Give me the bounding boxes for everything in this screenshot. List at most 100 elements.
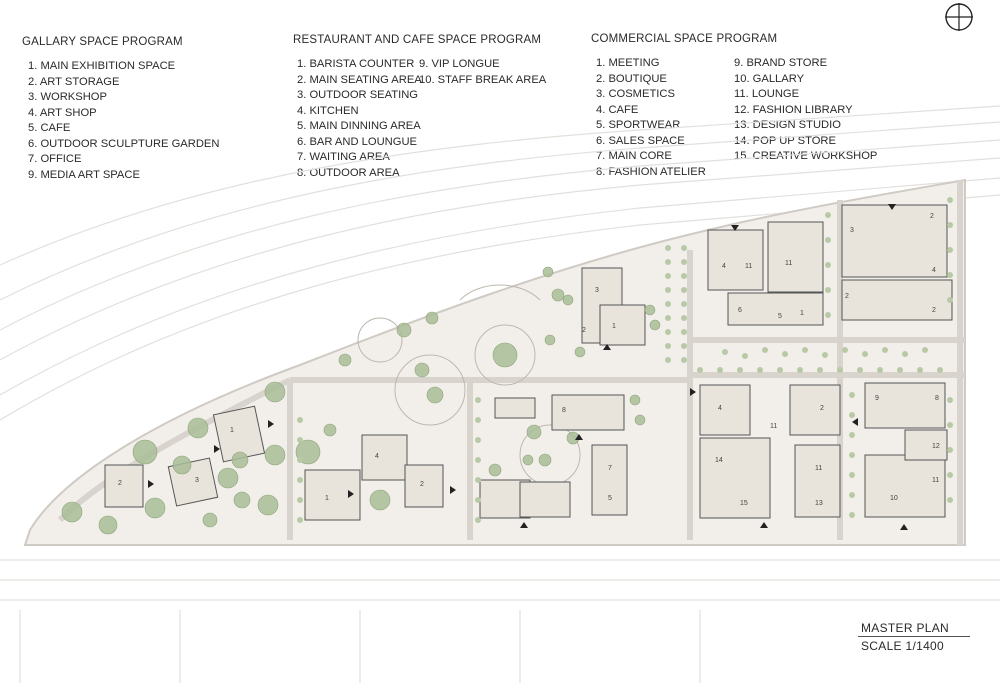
building <box>591 444 628 516</box>
svg-text:15: 15 <box>740 500 748 507</box>
legend-item: 1. MEETING <box>596 57 660 69</box>
plaza-circles <box>357 284 581 486</box>
legend-item: 9. VIP LONGUE <box>419 58 500 70</box>
svg-text:2: 2 <box>582 327 586 334</box>
legend-item: 4. KITCHEN <box>297 104 359 117</box>
legend-item: 9. BRAND STORE <box>734 57 828 69</box>
entrance-markers <box>148 204 908 530</box>
legend-item: 3. OUTDOOR SEATING <box>297 89 419 101</box>
svg-text:4: 4 <box>375 453 379 460</box>
svg-text:8: 8 <box>935 395 939 402</box>
building <box>864 454 946 518</box>
legend-item: 8. OUTDOOR AREA <box>297 166 400 179</box>
road-lines <box>0 105 1000 683</box>
building <box>551 394 625 431</box>
legend-item: 14. POP UP STORE <box>734 134 836 147</box>
svg-text:5: 5 <box>778 313 782 320</box>
legend-item: 2. ART STORAGE <box>28 75 120 88</box>
north-arrow-icon <box>945 3 973 31</box>
legend-item: 5. CAFE <box>28 122 71 134</box>
master-plan-title: MASTER PLAN <box>861 621 949 635</box>
legend-item: 10. STAFF BREAK AREA <box>419 73 547 86</box>
legend-item: 6. SALES SPACE <box>596 134 685 147</box>
building <box>904 429 948 461</box>
svg-text:11: 11 <box>745 263 752 270</box>
svg-text:2: 2 <box>845 293 849 300</box>
svg-text:13: 13 <box>815 500 823 507</box>
legend-item: 2. BOUTIQUE <box>596 72 667 85</box>
svg-text:12: 12 <box>932 443 940 450</box>
legend-item: 8. FASHION ATELIER <box>596 165 706 178</box>
svg-text:2: 2 <box>932 307 936 314</box>
svg-text:14: 14 <box>715 457 723 464</box>
restaurant-program-title: RESTAURANT AND CAFE SPACE PROGRAM <box>293 34 542 46</box>
building <box>104 464 144 508</box>
restaurant-program-list-1: 1. BARISTA COUNTER 2. MAIN SEATING AREA … <box>297 57 422 181</box>
legend-item: 3. COSMETICS <box>596 88 675 100</box>
legend-item: 12. FASHION LIBRARY <box>734 103 853 116</box>
building <box>841 279 953 321</box>
legend-item: 15. CREATIVE WORKSHOP <box>734 150 878 162</box>
buildings <box>104 204 953 521</box>
legend-item: 6. BAR AND LOUNGUE <box>297 135 417 148</box>
building <box>727 292 824 326</box>
svg-text:9: 9 <box>875 395 879 402</box>
commercial-program-title: COMMERCIAL SPACE PROGRAM <box>591 33 778 45</box>
svg-text:1: 1 <box>325 495 329 502</box>
svg-text:11: 11 <box>770 423 777 430</box>
svg-text:11: 11 <box>785 260 792 267</box>
building <box>404 464 444 508</box>
svg-text:1: 1 <box>230 427 234 434</box>
svg-text:3: 3 <box>195 477 199 484</box>
legend-item: 1. BARISTA COUNTER <box>297 58 415 70</box>
legend-item: 3. WORKSHOP <box>28 91 107 103</box>
building <box>767 221 824 293</box>
restaurant-program-list-2: 9. VIP LONGUE 10. STAFF BREAK AREA <box>419 57 546 88</box>
building <box>699 437 771 519</box>
trees <box>61 266 661 535</box>
svg-text:1: 1 <box>612 323 616 330</box>
gallery-program-list: 1. MAIN EXHIBITION SPACE 2. ART STORAGE … <box>28 59 219 183</box>
svg-text:5: 5 <box>608 495 612 502</box>
legend-item: 5. SPORTWEAR <box>596 119 681 131</box>
building <box>707 229 764 291</box>
legend-item: 7. MAIN CORE <box>596 150 672 162</box>
svg-text:11: 11 <box>932 477 939 484</box>
legend-item: 7. OFFICE <box>28 153 82 165</box>
building <box>864 382 946 429</box>
caption-divider <box>858 636 970 637</box>
legend-item: 2. MAIN SEATING AREA <box>297 73 422 86</box>
svg-text:6: 6 <box>738 307 742 314</box>
legend-item: 5. MAIN DINNING AREA <box>297 120 421 132</box>
building <box>699 384 751 436</box>
building <box>494 397 536 419</box>
building <box>789 384 841 436</box>
building <box>519 481 571 518</box>
svg-text:3: 3 <box>850 227 854 234</box>
svg-text:8: 8 <box>562 407 566 414</box>
master-plan-scale: SCALE 1/1400 <box>861 639 944 653</box>
svg-text:2: 2 <box>420 481 424 488</box>
svg-text:4: 4 <box>932 267 936 274</box>
building <box>361 434 408 481</box>
legend-item: 9. MEDIA ART SPACE <box>28 168 140 181</box>
legend-item: 6. OUTDOOR SCULPTURE GARDEN <box>28 137 220 150</box>
tree-rows <box>297 197 953 523</box>
legend-item: 1. MAIN EXHIBITION SPACE <box>28 60 176 72</box>
svg-text:7: 7 <box>608 465 612 472</box>
svg-text:4: 4 <box>722 263 726 270</box>
legend-item: 11. LOUNGE <box>734 88 800 100</box>
commercial-program-list-2: 9. BRAND STORE 10. GALLARY 11. LOUNGE 12… <box>734 56 877 165</box>
svg-text:4: 4 <box>718 405 722 412</box>
building <box>794 444 841 518</box>
gallery-program-title: GALLARY SPACE PROGRAM <box>22 36 183 48</box>
svg-text:3: 3 <box>595 287 599 294</box>
legend-item: 4. ART SHOP <box>28 106 97 119</box>
svg-text:11: 11 <box>815 465 822 472</box>
legend-item: 10. GALLARY <box>734 72 805 85</box>
svg-text:10: 10 <box>890 495 898 502</box>
svg-text:2: 2 <box>118 480 122 487</box>
svg-text:1: 1 <box>800 310 804 317</box>
